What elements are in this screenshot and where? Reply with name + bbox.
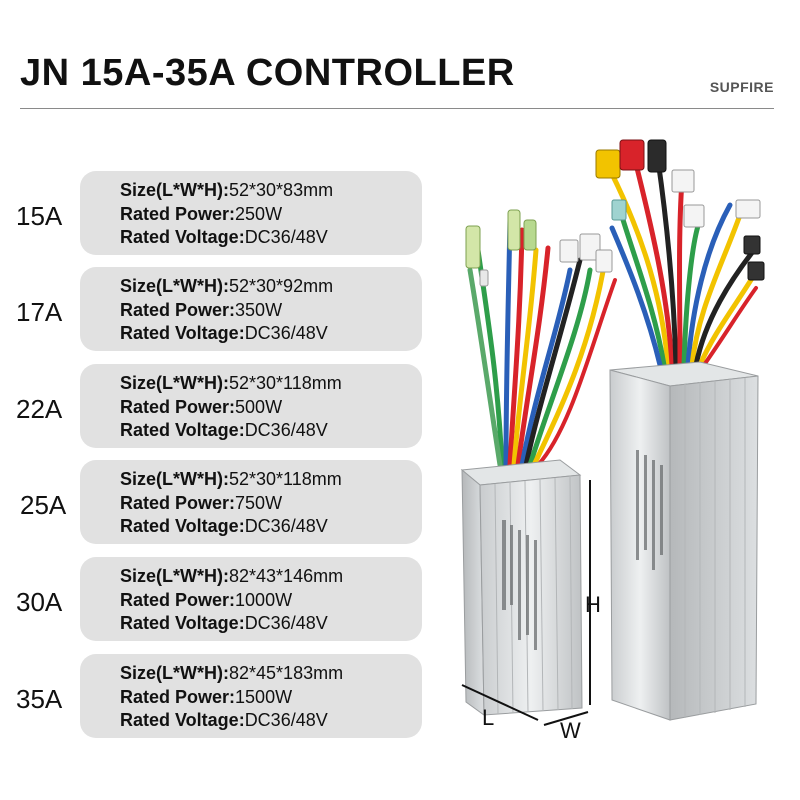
size-value: 52*30*92mm — [229, 276, 334, 296]
power-label: Rated Power: — [120, 396, 236, 417]
voltage-label: Rated Voltage: — [120, 710, 245, 730]
power-line: Rated Power:1500W — [120, 686, 422, 710]
spec-row-15a: 15A Size(L*W*H):52*30*83mm Rated Power:2… — [0, 171, 430, 257]
voltage-value: DC36/48V — [244, 710, 328, 730]
voltage-value: DC36/48V — [244, 323, 328, 343]
power-value: 750W — [235, 492, 283, 513]
spec-card: Size(L*W*H):82*45*183mm Rated Power:1500… — [80, 654, 422, 738]
size-value: 82*43*146mm — [229, 566, 344, 586]
size-line: Size(L*W*H):52*30*118mm — [120, 372, 422, 396]
voltage-value: DC36/48V — [244, 516, 328, 536]
spec-card: Size(L*W*H):82*43*146mm Rated Power:1000… — [80, 557, 422, 641]
small-controller-body — [460, 459, 583, 716]
voltage-label: Rated Voltage: — [120, 516, 245, 536]
spec-row-17a: 17A Size(L*W*H):52*30*92mm Rated Power:3… — [0, 267, 430, 353]
spec-list: 15A Size(L*W*H):52*30*83mm Rated Power:2… — [0, 171, 430, 740]
small-controller-connectors — [465, 209, 613, 287]
voltage-line: Rated Voltage:DC36/48V — [120, 419, 422, 443]
size-line: Size(L*W*H):82*43*146mm — [120, 565, 422, 589]
spec-card: Size(L*W*H):52*30*118mm Rated Power:750W… — [80, 460, 422, 544]
voltage-line: Rated Voltage:DC36/48V — [120, 322, 422, 346]
voltage-value: DC36/48V — [244, 420, 328, 440]
dimension-lines — [461, 480, 591, 726]
size-label: Size(L*W*H): — [120, 469, 229, 489]
page-title: JN 15A-35A CONTROLLER — [20, 52, 515, 94]
power-value: 1500W — [235, 686, 293, 707]
spec-card: Size(L*W*H):52*30*92mm Rated Power:350W … — [80, 267, 422, 351]
amp-rating: 17A — [16, 297, 63, 327]
controller-product-image — [460, 139, 765, 726]
voltage-line: Rated Voltage:DC36/48V — [120, 709, 422, 733]
amp-rating: 22A — [16, 394, 63, 424]
power-label: Rated Power: — [120, 203, 236, 224]
power-label: Rated Power: — [120, 492, 236, 513]
size-value: 82*45*183mm — [229, 663, 344, 683]
amp-rating: 30A — [16, 587, 63, 617]
power-value: 500W — [235, 396, 283, 417]
spec-row-35a: 35A Size(L*W*H):82*45*183mm Rated Power:… — [0, 654, 430, 740]
voltage-label: Rated Voltage: — [120, 420, 245, 440]
power-line: Rated Power:750W — [120, 492, 422, 516]
size-line: Size(L*W*H):52*30*83mm — [120, 179, 422, 203]
length-dimension-label: L — [482, 705, 495, 730]
title-divider — [20, 108, 774, 109]
spec-row-22a: 22A Size(L*W*H):52*30*118mm Rated Power:… — [0, 364, 430, 450]
voltage-value: DC36/48V — [244, 613, 328, 633]
power-label: Rated Power: — [120, 686, 236, 707]
spec-card: Size(L*W*H):52*30*118mm Rated Power:500W… — [80, 364, 422, 448]
voltage-label: Rated Voltage: — [120, 323, 245, 343]
large-controller-connectors — [595, 139, 765, 281]
size-value: 52*30*118mm — [229, 373, 342, 393]
width-dimension-label: W — [560, 718, 581, 743]
height-dimension-label: H — [585, 592, 601, 617]
voltage-label: Rated Voltage: — [120, 227, 245, 247]
amp-rating: 15A — [16, 201, 63, 231]
size-label: Size(L*W*H): — [120, 373, 229, 393]
voltage-label: Rated Voltage: — [120, 613, 245, 633]
power-value: 1000W — [235, 589, 293, 610]
power-line: Rated Power:1000W — [120, 589, 422, 613]
spec-card: Size(L*W*H):52*30*83mm Rated Power:250W … — [80, 171, 422, 255]
voltage-line: Rated Voltage:DC36/48V — [120, 515, 422, 539]
size-label: Size(L*W*H): — [120, 663, 229, 683]
size-label: Size(L*W*H): — [120, 566, 229, 586]
size-value: 52*30*83mm — [229, 180, 334, 200]
voltage-line: Rated Voltage:DC36/48V — [120, 612, 422, 636]
amp-rating: 35A — [16, 684, 63, 714]
size-label: Size(L*W*H): — [120, 180, 229, 200]
size-line: Size(L*W*H):52*30*118mm — [120, 468, 422, 492]
power-label: Rated Power: — [120, 299, 236, 320]
power-line: Rated Power:250W — [120, 203, 422, 227]
small-controller-wires — [467, 217, 617, 468]
size-line: Size(L*W*H):82*45*183mm — [120, 662, 422, 686]
spec-row-25a: 25A Size(L*W*H):52*30*118mm Rated Power:… — [0, 460, 430, 546]
power-label: Rated Power: — [120, 589, 236, 610]
voltage-value: DC36/48V — [244, 227, 328, 247]
large-controller-body — [609, 361, 759, 721]
size-label: Size(L*W*H): — [120, 276, 229, 296]
power-value: 350W — [235, 299, 283, 320]
power-line: Rated Power:350W — [120, 299, 422, 323]
amp-rating: 25A — [20, 490, 67, 520]
size-line: Size(L*W*H):52*30*92mm — [120, 275, 422, 299]
power-value: 250W — [235, 203, 283, 224]
power-line: Rated Power:500W — [120, 396, 422, 420]
voltage-line: Rated Voltage:DC36/48V — [120, 226, 422, 250]
brand-name: SUPFIRE — [709, 79, 774, 95]
size-value: 52*30*118mm — [229, 469, 342, 489]
spec-row-30a: 30A Size(L*W*H):82*43*146mm Rated Power:… — [0, 557, 430, 643]
